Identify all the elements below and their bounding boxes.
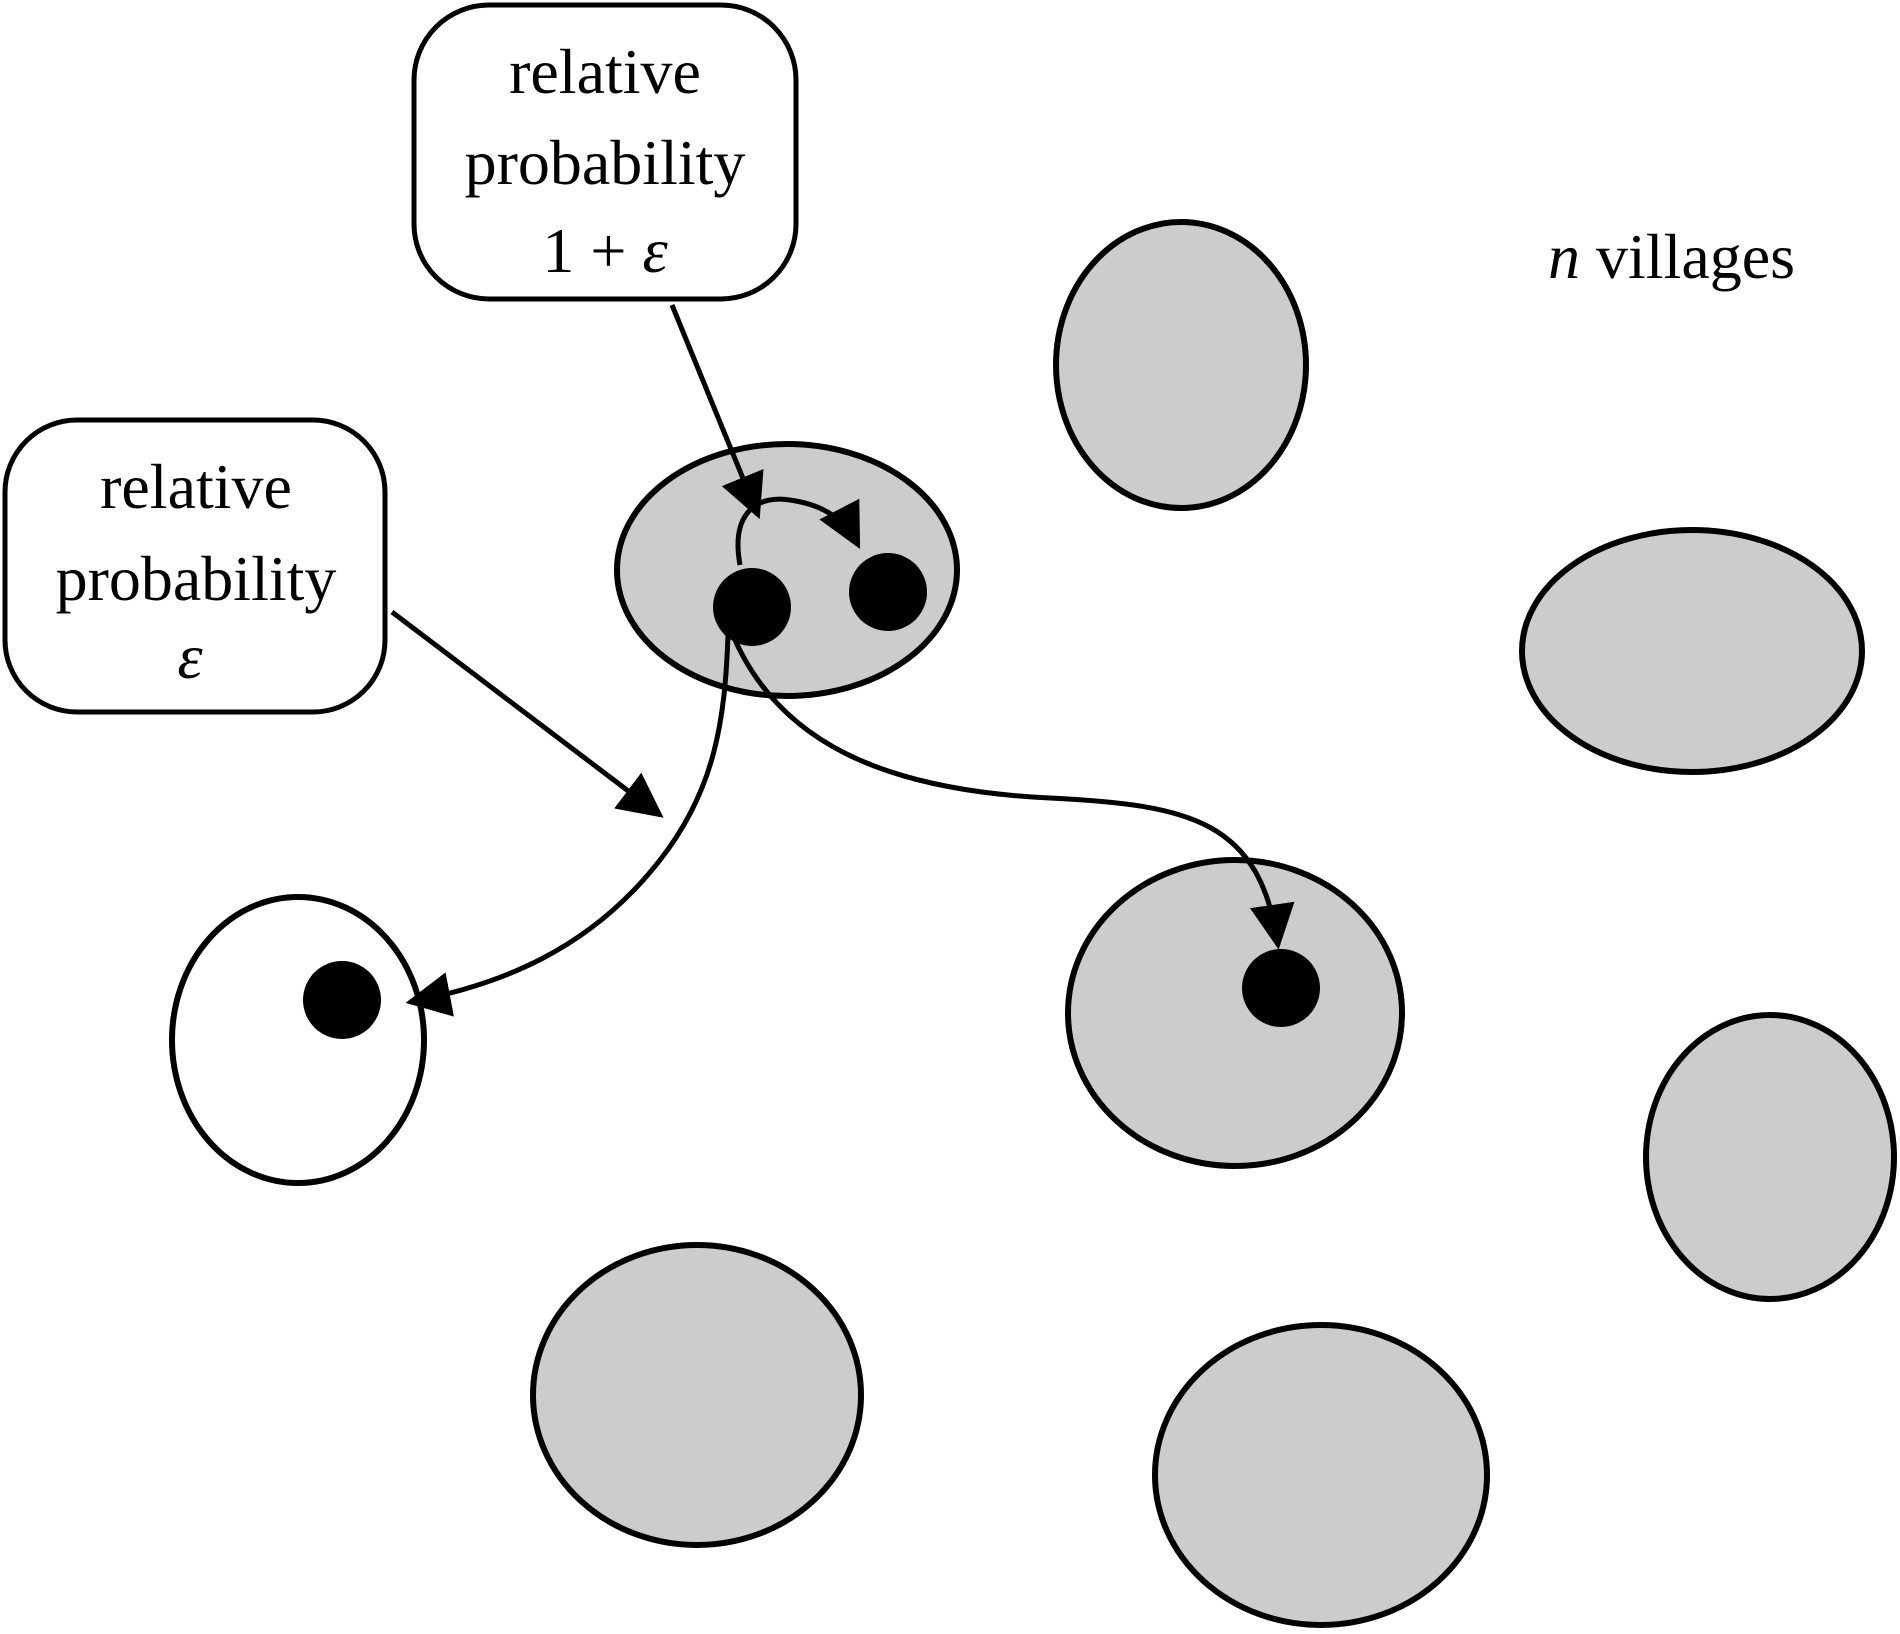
individual-center-b [849, 553, 927, 631]
label-probability: probability [465, 127, 746, 198]
village-right [1519, 527, 1865, 775]
village-bottom-right [1152, 1322, 1490, 1628]
individual-left [303, 961, 381, 1039]
label-1-plus-epsilon: 1 + ε [542, 215, 668, 286]
pointer-arrow-1-plus-epsilon [669, 304, 764, 520]
arrow-to-occupied-village [732, 638, 1295, 950]
village-left-empty [169, 894, 427, 1186]
arrow-within-village [735, 496, 861, 566]
pointer-arrow-epsilon [390, 610, 664, 818]
village-middle-right [1065, 857, 1405, 1169]
village-bottom-left [530, 1242, 864, 1548]
label-n-variable: n [1548, 221, 1580, 292]
village-far-right [1643, 1012, 1897, 1302]
village-top [1053, 219, 1309, 511]
label-relative: relative [509, 36, 701, 107]
label-n-villages: n villages [1548, 221, 1795, 292]
label-relative: relative [100, 451, 292, 522]
label-epsilon-symbol: ε [177, 621, 203, 692]
label-1-plus: 1 + [542, 215, 642, 286]
label-epsilon-symbol: ε [642, 215, 668, 286]
arrow-to-empty-village [405, 634, 731, 1017]
label-probability: probability [56, 543, 337, 614]
label-villages-word: villages [1580, 221, 1795, 292]
village-center [614, 441, 960, 699]
individual-center-a [713, 568, 791, 646]
label-box-epsilon: relative probability ε [2, 417, 388, 715]
label-box-1-plus-epsilon: relative probability 1 + ε [411, 2, 799, 302]
individual-middle-right [1242, 949, 1320, 1027]
